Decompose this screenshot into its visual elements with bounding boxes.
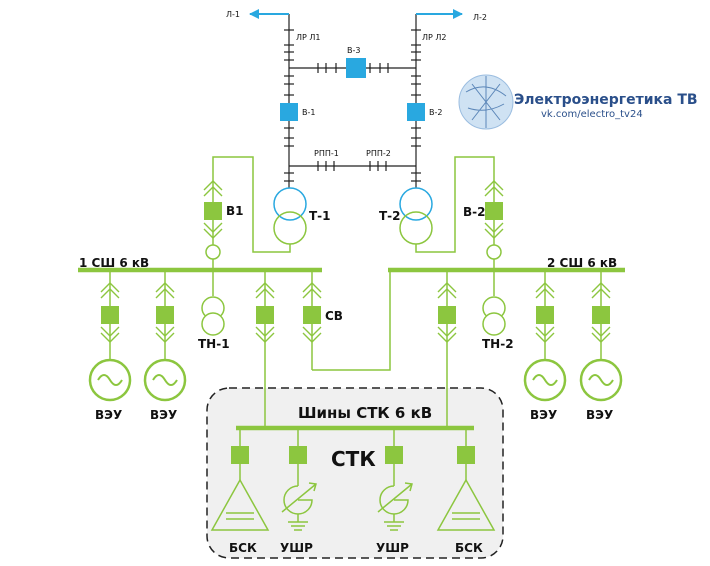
label-lr-l2: ЛР Л2	[422, 33, 447, 42]
generator-icon	[88, 358, 132, 402]
label-stk-bus: Шины СТК 6 кВ	[298, 404, 432, 422]
breaker-b2	[485, 202, 503, 220]
breaker-feeder	[438, 306, 456, 324]
breaker-stk	[231, 446, 249, 464]
label-bus2: 2 СШ 6 кВ	[547, 256, 617, 270]
label-veu3: ВЭУ	[530, 408, 557, 422]
shunt-reactor-icon	[377, 482, 413, 531]
label-veu1: ВЭУ	[95, 408, 122, 422]
generator-icon	[143, 358, 187, 402]
label-tn2: ТН-2	[482, 337, 514, 351]
label-stk: СТК	[331, 447, 376, 471]
breaker-v1-hv	[280, 103, 298, 121]
label-veu4: ВЭУ	[586, 408, 613, 422]
label-b2: В-2	[463, 205, 485, 219]
breaker-feeder	[101, 306, 119, 324]
label-l1: Л-1	[226, 10, 240, 19]
label-rpp1: РПП-1	[314, 149, 339, 158]
generator-icon	[523, 358, 567, 402]
label-v2-hv: В-2	[429, 108, 442, 117]
current-transformer	[205, 244, 221, 260]
label-ushr2: УШР	[376, 541, 409, 555]
voltage-transformer-tn2	[482, 296, 506, 336]
breaker-feeder	[592, 306, 610, 324]
breaker-sv	[303, 306, 321, 324]
label-rpp2: РПП-2	[366, 149, 391, 158]
label-tn1: ТН-1	[198, 337, 230, 351]
breakers-6kv	[101, 202, 610, 464]
label-bus1: 1 СШ 6 кВ	[79, 256, 149, 270]
breaker-v2-hv	[407, 103, 425, 121]
label-ushr1: УШР	[280, 541, 313, 555]
shunt-reactor-icon	[281, 482, 317, 531]
label-sv: СВ	[325, 309, 343, 323]
label-veu2: ВЭУ	[150, 408, 177, 422]
label-l2: Л-2	[473, 13, 487, 22]
label-t2: Т-2	[379, 209, 401, 223]
breaker-stk	[289, 446, 307, 464]
breaker-feeder	[156, 306, 174, 324]
capacitor-bank-icon	[436, 478, 496, 531]
brand-logo: Электроэнергетика ТВ vk.com/electro_tv24	[458, 74, 698, 130]
voltage-transformer-tn1	[201, 296, 225, 336]
label-lr-l1: ЛР Л1	[296, 33, 321, 42]
breaker-stk	[385, 446, 403, 464]
breaker-feeder	[256, 306, 274, 324]
brand-title: Электроэнергетика ТВ	[514, 92, 698, 108]
breaker-stk	[457, 446, 475, 464]
brand-subtitle: vk.com/electro_tv24	[541, 109, 643, 120]
transformer-t2	[399, 187, 433, 245]
breaker-b1	[204, 202, 222, 220]
capacitor-bank-icon	[210, 478, 270, 531]
label-t1: Т-1	[309, 209, 331, 223]
line-exits	[249, 9, 463, 28]
label-bsk1: БСК	[229, 541, 257, 555]
label-b1: В1	[226, 204, 244, 218]
stk-enclosure	[206, 387, 504, 559]
label-v3: В-3	[347, 46, 360, 55]
label-bsk2: БСК	[455, 541, 483, 555]
breaker-v3	[346, 58, 366, 78]
withdrawable-contacts	[100, 180, 611, 343]
transformer-t1	[273, 187, 307, 245]
current-transformer	[486, 244, 502, 260]
label-v1-hv: В-1	[302, 108, 315, 117]
breaker-feeder	[536, 306, 554, 324]
generator-icon	[579, 358, 623, 402]
